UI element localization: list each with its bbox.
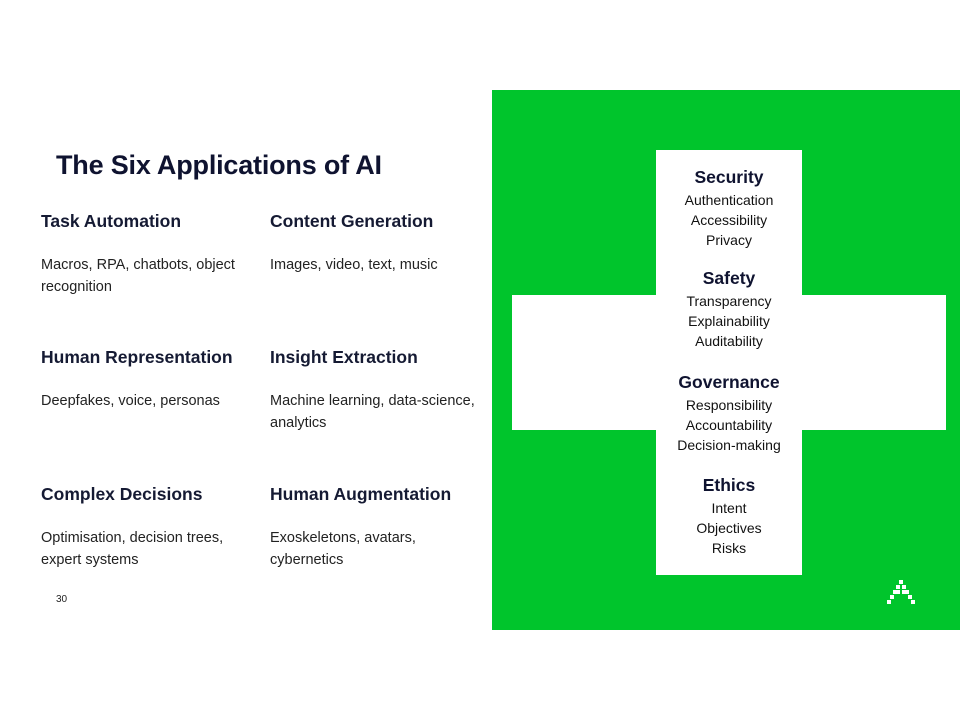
application-name: Task Automation	[41, 211, 182, 231]
pillar-title: Security	[694, 167, 764, 187]
pillar-item: Accessibility	[690, 212, 768, 228]
application-description: Machine learning, data-science, analytic…	[270, 393, 475, 431]
pillar-title: Safety	[702, 268, 756, 288]
pillar-item: Transparency	[686, 293, 772, 309]
pillar-ethics: Ethics Intent Objectives Risks	[656, 474, 802, 558]
cross-vertical-bar	[656, 150, 802, 575]
slide-title: The Six Applications of AI	[56, 150, 382, 180]
pillar-item: Authentication	[684, 192, 774, 208]
pillar-title: Governance	[678, 372, 780, 392]
pillar-item: Accountability	[685, 417, 773, 433]
pillar-safety: Safety Transparency Explainability Audit…	[656, 267, 802, 351]
application-human-representation: Human Representation Deepfakes, voice, p…	[41, 346, 261, 412]
application-content-generation: Content Generation Images, video, text, …	[270, 210, 490, 276]
pillar-item: Auditability	[695, 333, 763, 349]
application-description: Deepfakes, voice, personas	[41, 393, 220, 409]
pillar-governance: Governance Responsibility Accountability…	[656, 371, 802, 455]
application-name: Content Generation	[270, 211, 434, 231]
stepped-triangle-icon	[886, 580, 916, 606]
application-description: Macros, RPA, chatbots, object recognitio…	[41, 257, 235, 295]
pillar-item: Risks	[711, 540, 747, 556]
application-description: Optimisation, decision trees, expert sys…	[41, 530, 224, 568]
application-description: Exoskeletons, avatars, cybernetics	[270, 530, 416, 568]
pillar-item: Explainability	[688, 313, 770, 329]
application-name: Insight Extraction	[270, 347, 418, 367]
application-name: Human Representation	[41, 347, 233, 367]
pillar-item: Responsibility	[685, 397, 773, 413]
application-name: Human Augmentation	[270, 484, 452, 504]
application-complex-decisions: Complex Decisions Optimisation, decision…	[41, 483, 261, 571]
application-task-automation: Task Automation Macros, RPA, chatbots, o…	[41, 210, 261, 298]
application-name: Complex Decisions	[41, 484, 203, 504]
application-description: Images, video, text, music	[270, 257, 438, 273]
pillar-item: Decision-making	[677, 437, 781, 453]
page-number: 30	[56, 594, 68, 605]
application-insight-extraction: Insight Extraction Machine learning, dat…	[270, 346, 490, 434]
pillar-security: Security Authentication Accessibility Pr…	[656, 166, 802, 250]
application-human-augmentation: Human Augmentation Exoskeletons, avatars…	[270, 483, 490, 571]
pillar-item: Intent	[711, 500, 747, 516]
pillar-item: Privacy	[706, 232, 752, 248]
pillar-title: Ethics	[702, 475, 756, 495]
pillar-item: Objectives	[696, 520, 762, 536]
